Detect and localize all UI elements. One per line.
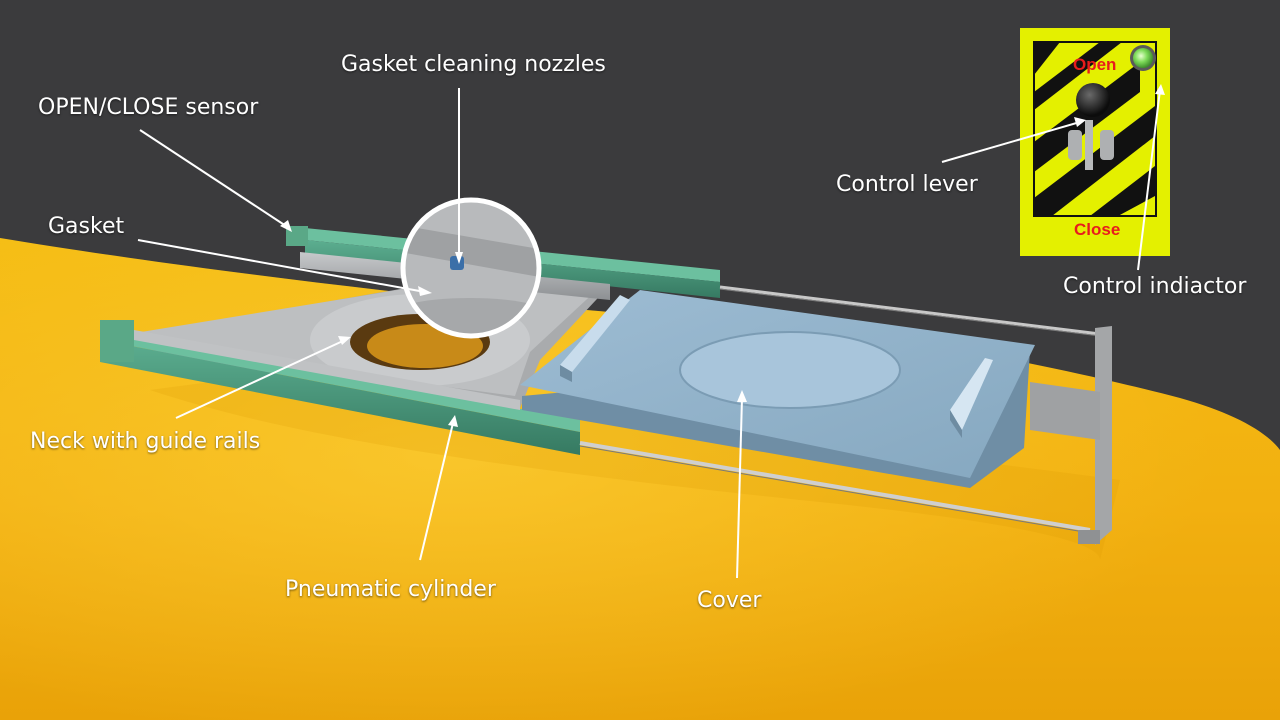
cover-handle-right xyxy=(950,358,993,430)
back-rod xyxy=(719,285,1109,337)
label-gasket: Gasket xyxy=(48,214,125,239)
label-pneumatic-cylinder: Pneumatic cylinder xyxy=(285,577,496,602)
front-rail xyxy=(100,340,580,455)
leader-lines xyxy=(137,84,1165,579)
panel-close-text: Close xyxy=(1074,220,1120,239)
label-open-close-sensor: OPEN/CLOSE sensor xyxy=(38,95,259,120)
control-panel: Open Close xyxy=(1020,28,1170,256)
end-bracket xyxy=(1095,326,1112,545)
label-control-lever: Control lever xyxy=(836,172,978,197)
front-rod xyxy=(579,441,1091,532)
label-control-indicator: Control indiactor xyxy=(1063,274,1247,299)
cover-handle-left xyxy=(560,295,630,372)
label-gasket-cleaning-nozzles: Gasket cleaning nozzles xyxy=(341,52,606,77)
panel-open-text: Open xyxy=(1073,55,1116,74)
label-cover: Cover xyxy=(697,588,762,613)
label-neck-with-guide-rails: Neck with guide rails xyxy=(30,429,261,454)
front-rail-end xyxy=(100,320,134,362)
control-indicator-led xyxy=(1133,48,1153,68)
cover-dome xyxy=(679,331,901,409)
